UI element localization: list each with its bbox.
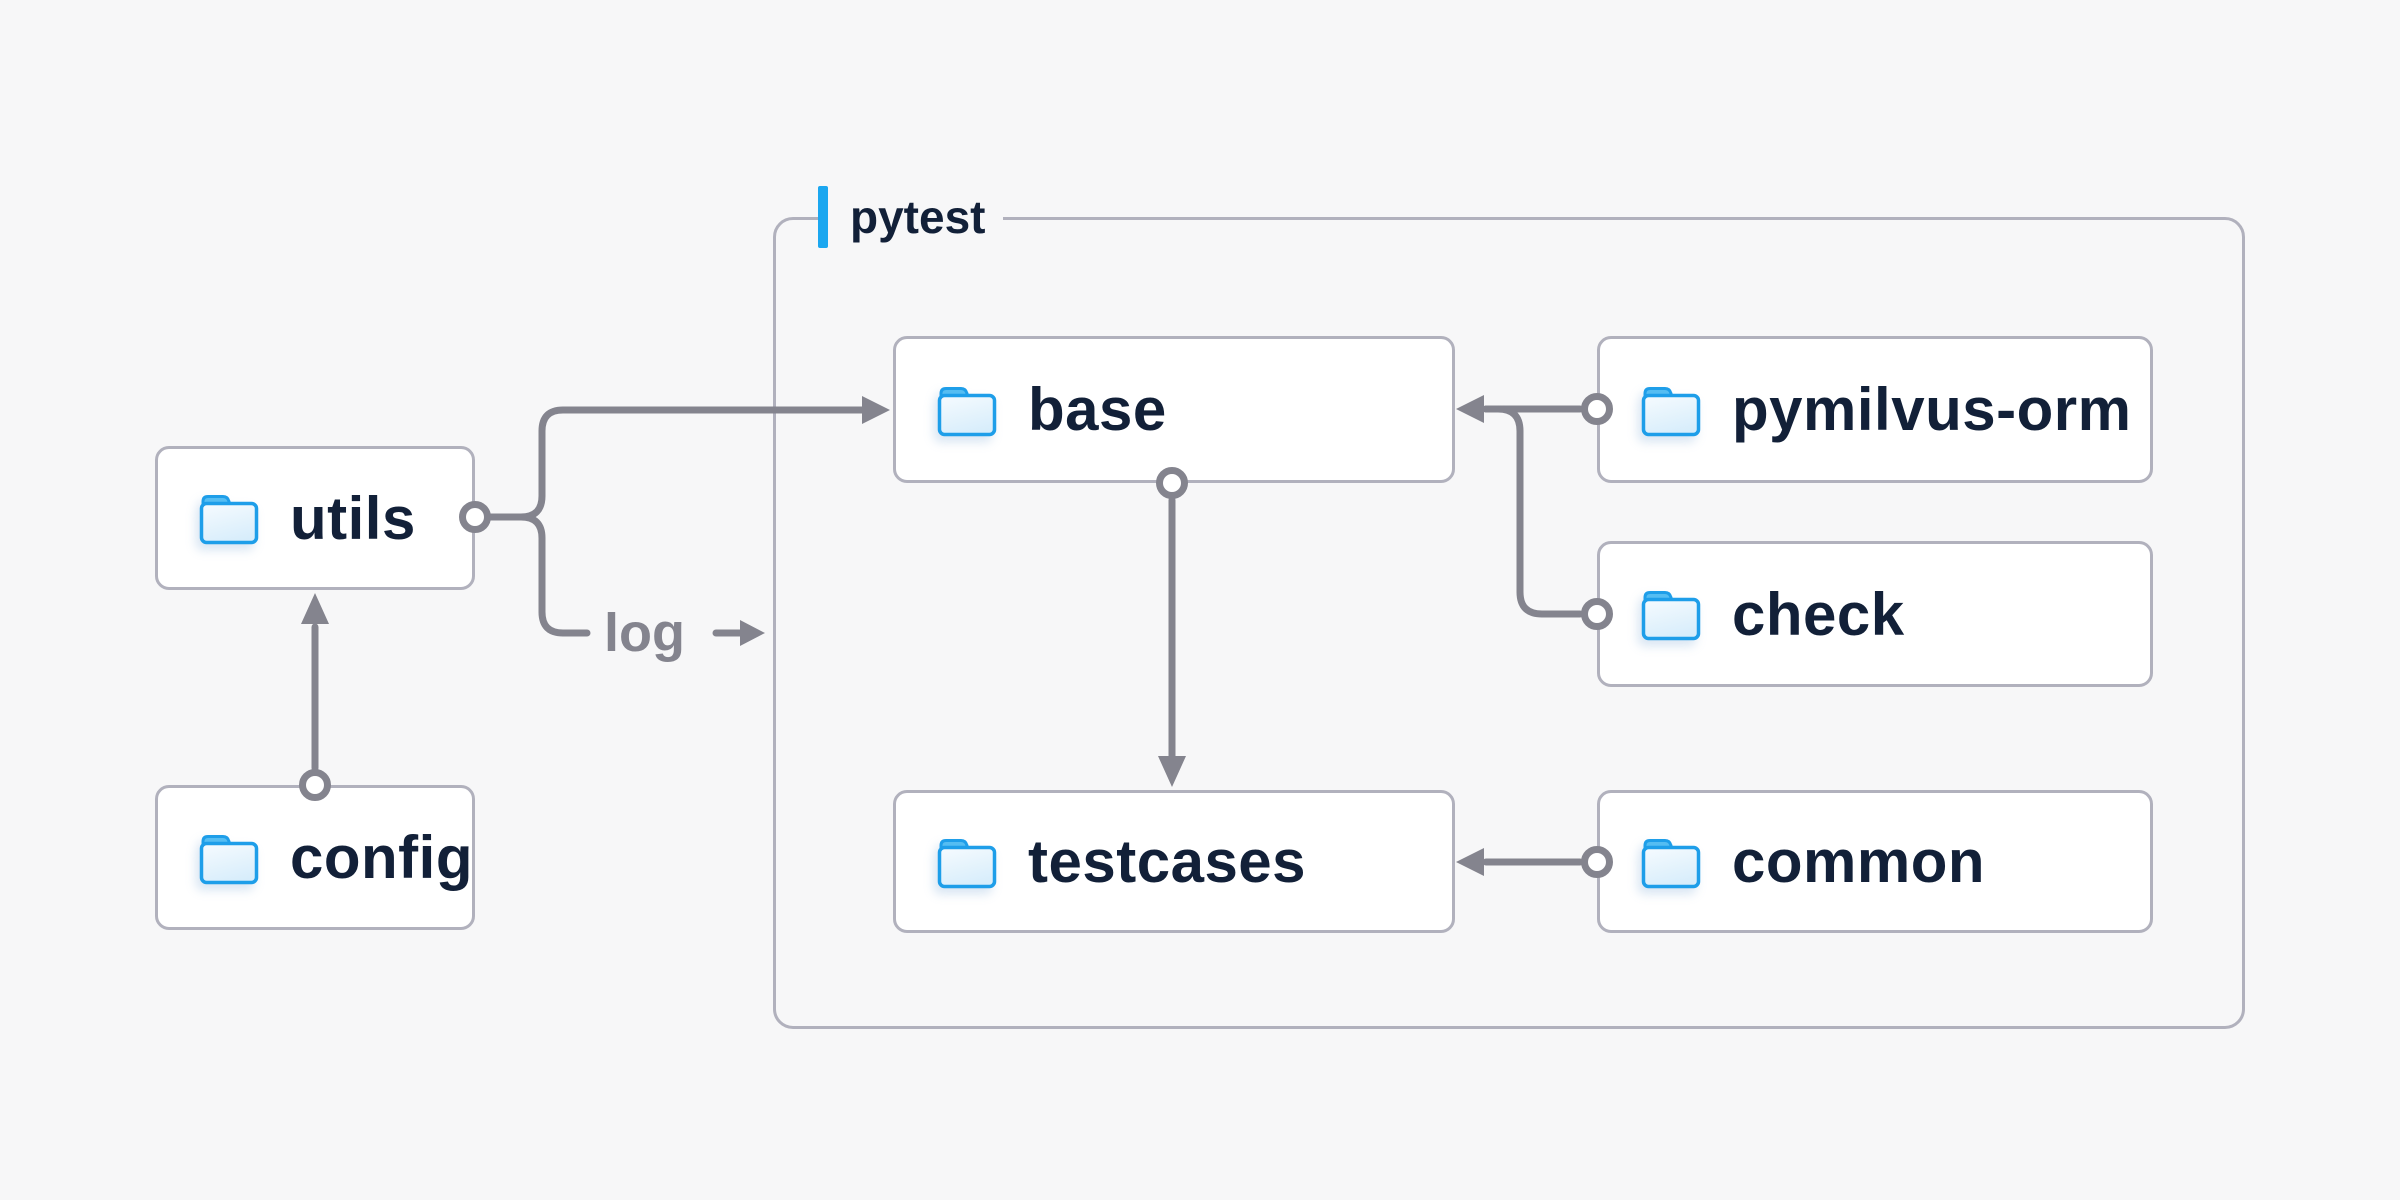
pytest-group-label: pytest	[818, 186, 1004, 248]
log-arrowhead	[740, 620, 765, 646]
folder-icon	[937, 838, 997, 888]
node-label: pymilvus-orm	[1732, 376, 2132, 443]
folder-icon	[1641, 838, 1701, 888]
node-label: utils	[290, 484, 416, 552]
node-label: config	[290, 824, 473, 891]
node-common: common	[1597, 790, 2153, 933]
node-label: testcases	[1028, 828, 1307, 895]
node-config: config	[155, 785, 475, 930]
pytest-group-title: pytest	[850, 191, 986, 243]
log-edge-label: log	[604, 603, 685, 663]
folder-icon	[1641, 591, 1701, 641]
node-base: base	[893, 336, 1455, 483]
node-utils: utils	[155, 446, 475, 590]
folder-icon	[199, 834, 259, 884]
node-label: common	[1732, 828, 1986, 895]
node-label: check	[1732, 580, 1905, 648]
edge-utils-to-log	[487, 513, 591, 637]
pytest-group-container	[773, 217, 2245, 1029]
node-label: base	[1028, 376, 1167, 443]
folder-icon	[937, 386, 997, 436]
folder-icon	[1641, 386, 1701, 436]
node-check: check	[1597, 541, 2153, 687]
node-testcases: testcases	[893, 790, 1455, 933]
node-pymilvus-orm: pymilvus-orm	[1597, 336, 2153, 483]
arrowhead-into-utils	[301, 593, 329, 624]
accent-bar	[818, 186, 828, 248]
folder-icon	[199, 495, 259, 545]
